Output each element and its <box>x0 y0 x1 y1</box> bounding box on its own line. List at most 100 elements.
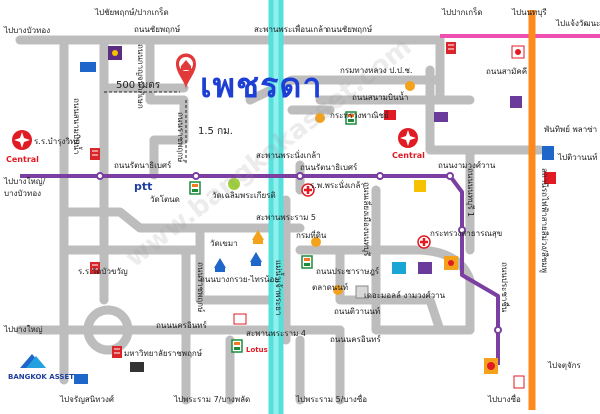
bank-icon <box>418 262 432 274</box>
bank-icon <box>414 180 426 192</box>
label-rama5-bottom: ไปพระราม 5/บางซื่อ <box>296 395 368 404</box>
place-dot <box>311 237 321 247</box>
label-wat-kuan: กรมที่ดิน <box>296 231 327 240</box>
place-dot <box>315 113 325 123</box>
temple-icon <box>214 258 226 272</box>
label-health-ministry: กระทรวงสาธารณสุข <box>430 229 503 238</box>
label-central-right: Central <box>392 151 425 160</box>
label-school-rattanathibet: ร.ร.บำรุงวิทย์ <box>34 137 80 146</box>
central-logo-icon <box>12 130 32 150</box>
label-top-pakkret: ไปปากเกร็ด <box>442 8 483 17</box>
label-bang-kruai: ถนนบางกรวย-ไทรน้อย <box>200 275 280 284</box>
bank-icon <box>513 375 525 389</box>
home-pin-icon <box>176 53 196 90</box>
bank-icon <box>511 45 525 59</box>
label-school-nonthaburi: ร.ร.วัดบัวขวัญ <box>78 267 128 276</box>
label-khanaphak: กรมทางหลวง ป.ป.ช. <box>340 66 413 75</box>
school-icon <box>90 148 100 160</box>
label-wat-khema: วัดเขมา <box>210 239 238 248</box>
seven-eleven-icon <box>231 339 243 353</box>
label-pracha-chuen: ถนนประชาชื่น <box>500 262 509 313</box>
label-kanchana: ถนนกาญจนาภิเษก <box>136 44 145 109</box>
bank-icon <box>384 110 396 120</box>
label-bridge-top: สะพานพระเพื่อนเกล้า <box>254 25 328 34</box>
hospital-icon <box>417 235 431 249</box>
place-dot <box>405 81 415 91</box>
seven-eleven-icon <box>189 181 201 195</box>
station-purple-7 <box>494 326 502 334</box>
label-wat-lad-pho: วัดเฉลิมพระเกียรติ <box>212 191 276 200</box>
bank-icon <box>484 358 498 374</box>
label-nakhon-in: ถนนนครอินทร์ <box>156 321 207 330</box>
label-distance-15km: 1.5 กม. <box>198 126 233 137</box>
label-bridge-mid: สะพานพระนั่งเกล้า <box>256 151 321 160</box>
place-dot <box>333 285 343 295</box>
station-purple-3 <box>296 172 304 180</box>
label-fashion-park: พันทิพย์ พลาซ่า <box>544 125 598 134</box>
bank-icon <box>542 146 554 160</box>
station-purple-1 <box>96 172 104 180</box>
temple-icon <box>250 252 262 266</box>
station-purple-4 <box>376 172 384 180</box>
label-ngam-wong-wan: ถนนงามวงศ์วาน <box>438 161 496 170</box>
temple-icon <box>252 230 264 244</box>
label-distance-500m: 500 เมตร <box>116 80 161 91</box>
bangkok-asset-logo <box>20 354 46 368</box>
label-chao-phraya: แม่น้ำเจ้าพระยา <box>274 260 283 316</box>
label-rattanathibet-right: ถนนรัตนาธิเบศร์ <box>300 163 358 172</box>
central-logo-icon <box>398 128 418 148</box>
label-samakkhi: ถนนสามัคคี <box>486 67 528 76</box>
school-icon <box>446 42 456 54</box>
label-ratchaphruek-vert: ถนนราชพฤกษ์ <box>176 112 185 163</box>
label-bridge-rama5: สะพานพระราม 5 <box>256 213 316 222</box>
label-market: ตลาดนนท์ <box>312 283 348 292</box>
label-sanam-bin-nam: ถนนสนามบินน้ำ <box>352 93 409 102</box>
label-rama7-bottom: ไปพระราม 7/บางพลัด <box>174 395 251 404</box>
label-pracharat: ถนนประชาราษฎร์ <box>316 267 380 276</box>
bank-icon <box>544 172 556 184</box>
bank-icon <box>80 62 96 72</box>
label-top-chaengwattana: ไปแจ้งวัฒนะ <box>556 19 600 28</box>
bank-icon <box>510 96 522 108</box>
road-wat-tonn <box>59 207 305 233</box>
road-mall-loop <box>335 245 445 335</box>
station-purple-6 <box>458 226 466 234</box>
label-nakhon-in-2: ถนนนครอินทร์ <box>330 335 381 344</box>
label-central-left: Central <box>6 155 39 164</box>
seven-eleven-icon <box>345 111 357 125</box>
label-chatuchak: ไปจตุจักร <box>548 361 581 370</box>
label-phran-nok: ไปจรัญสนิทวงศ์ <box>60 395 115 404</box>
road-left-loop <box>59 245 285 305</box>
label-tiwanon-rd: ถนนติวานนท์ <box>334 307 381 316</box>
place-dot <box>228 178 240 190</box>
label-top-chaiyaphruek: ไปชัยพฤกษ์/ปากเกร็ด <box>95 8 169 17</box>
station-purple-5 <box>446 172 454 180</box>
label-bang-yai-2: บางบัวทอง <box>4 189 42 198</box>
label-bang-yai-1: ไปบางใหญ่/ <box>4 177 46 186</box>
label-bang-bua-thong-top: ไปบางบัวทอง <box>4 26 51 35</box>
station-purple-2 <box>192 172 200 180</box>
label-kaset: ถนนเลี่ยงเมืองนนทบุรี <box>362 182 371 257</box>
road-samakkhi <box>425 65 475 155</box>
label-bang-sue: ไปบางซื่อ <box>488 395 521 404</box>
label-hospital: ร.พ.พระนั่งเกล้า <box>310 181 365 190</box>
seven-eleven-icon <box>301 255 313 269</box>
bank-icon <box>434 112 448 122</box>
label-nonthaburi1: ถนนนนทบุรี 1 <box>466 168 475 217</box>
road-diagonal <box>245 75 445 105</box>
bank-icon <box>74 374 88 384</box>
label-tiwanon: ไปติวานนท์ <box>558 153 598 162</box>
label-ptt: ptt <box>134 180 153 193</box>
label-top-nonthaburi: ไปนนทบุรี <box>512 8 547 17</box>
roundabout <box>83 305 133 355</box>
label-chaiyaphruek-right: ถนนชัยพฤกษ์ <box>326 25 373 34</box>
label-chaiyaphruek-left: ถนนชัยพฤกษ์ <box>134 25 181 34</box>
label-bridge-bottom: สะพานพระราม 4 <box>246 329 306 338</box>
label-the-mall: เดอะมอลล์ งามวงศ์วาน <box>364 291 446 300</box>
bank-icon <box>392 262 406 274</box>
label-bang-yai-bottom: ไปบางใหญ่ <box>4 325 43 334</box>
bank-icon <box>130 362 144 372</box>
bank-icon <box>444 256 458 270</box>
